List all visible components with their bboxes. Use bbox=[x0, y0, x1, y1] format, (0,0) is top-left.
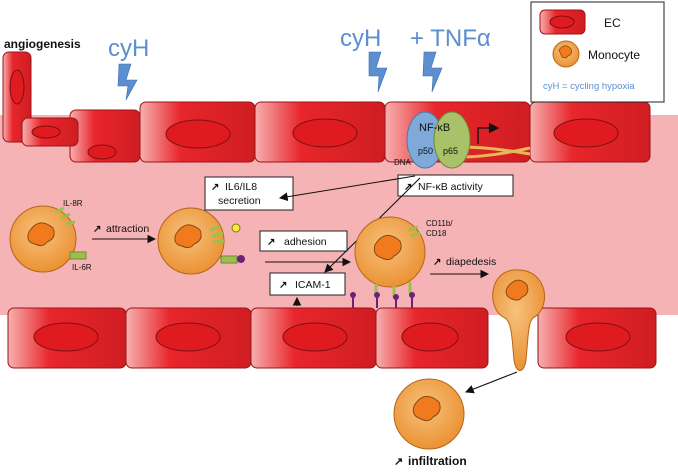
monocyte-infiltrated bbox=[393, 378, 465, 450]
ec-nucleus bbox=[155, 322, 221, 352]
icam-molecules bbox=[350, 292, 415, 308]
cyh-right-label: cyH bbox=[340, 25, 381, 52]
lightning-group bbox=[117, 51, 443, 101]
ec-nucleus bbox=[87, 144, 117, 160]
attraction-label: attraction bbox=[106, 223, 149, 235]
angiogenesis-label: angiogenesis bbox=[4, 37, 81, 51]
transmigrating-monocyte bbox=[492, 269, 546, 371]
p50-label: p50 bbox=[418, 146, 433, 156]
monocyte-nucleus bbox=[373, 234, 402, 261]
cd18-label: CD18 bbox=[426, 229, 447, 238]
bottom-endothelium bbox=[7, 307, 657, 369]
monocyte-nucleus bbox=[174, 224, 202, 249]
ec-nucleus bbox=[401, 322, 459, 352]
ec-nucleus bbox=[292, 118, 358, 148]
top-endothelium bbox=[69, 101, 651, 163]
ec-nucleus bbox=[31, 125, 61, 139]
monocyte-nucleus bbox=[412, 395, 441, 422]
lightning-bolt-icon bbox=[422, 51, 443, 93]
up-arrow-icon: ↗ bbox=[279, 280, 287, 291]
il6-il8-box: ↗ IL6/IL8 secretion bbox=[204, 176, 294, 211]
diapedesis-label: diapedesis bbox=[446, 256, 496, 268]
up-arrow-icon: ↗ bbox=[404, 182, 412, 193]
il6-ligand bbox=[237, 255, 245, 263]
up-arrow-icon: ↗ bbox=[211, 182, 219, 193]
il8r-receptors bbox=[209, 224, 225, 244]
il6r-receptor bbox=[220, 255, 238, 264]
dna-label: DNA bbox=[394, 158, 412, 167]
monocyte-1: IL-8R IL-6R bbox=[9, 199, 92, 273]
il6-il8-label: IL6/IL8 bbox=[225, 181, 257, 193]
adhesion-label: adhesion bbox=[284, 236, 327, 248]
up-arrow-icon: ↗ bbox=[267, 237, 275, 248]
arrow-infiltration bbox=[464, 371, 518, 394]
il6r-label: IL-6R bbox=[72, 263, 92, 272]
ec-nucleus bbox=[565, 322, 631, 352]
il6r-receptor bbox=[69, 251, 87, 260]
nfkb-activity-box-frame bbox=[397, 174, 514, 197]
icam-box: ↗ ICAM-1 bbox=[269, 272, 346, 296]
lightning-bolt-icon bbox=[368, 51, 388, 93]
monocyte-nucleus bbox=[27, 222, 55, 247]
secretion-label: secretion bbox=[218, 195, 261, 207]
ec-nucleus bbox=[282, 322, 348, 352]
angiogenesis-sprout bbox=[2, 51, 79, 147]
icam-label: ICAM-1 bbox=[295, 279, 331, 291]
legend: EC Monocyte cyH = cycling hypoxia bbox=[530, 1, 665, 103]
up-arrow-icon: ↗ bbox=[433, 257, 441, 268]
legend-note: cyH = cycling hypoxia bbox=[543, 81, 635, 92]
monocyte-2 bbox=[157, 207, 245, 275]
lightning-bolt-icon bbox=[117, 63, 138, 101]
arrow-to-secretion bbox=[278, 175, 416, 202]
monocyte-nucleus bbox=[558, 45, 572, 59]
infiltration-label: infiltration bbox=[408, 454, 467, 468]
il8r-receptors bbox=[55, 206, 76, 226]
monocyte-nucleus bbox=[505, 279, 529, 301]
legend-monocyte-label: Monocyte bbox=[588, 48, 640, 62]
il8r-label: IL-8R bbox=[63, 199, 83, 208]
cd11b-label: CD11b/ bbox=[426, 219, 453, 228]
p65-subunit bbox=[433, 111, 471, 169]
cd11b-receptors bbox=[407, 225, 421, 238]
monocyte-body bbox=[492, 269, 546, 371]
tnf-label: + TNFα bbox=[410, 25, 491, 52]
monocyte-3: CD11b/ CD18 bbox=[354, 216, 453, 298]
p65-label: p65 bbox=[443, 146, 458, 156]
nfkb-label: NF-κB bbox=[419, 122, 450, 134]
transcription-arrow bbox=[477, 122, 500, 144]
legend-ec-label: EC bbox=[604, 16, 621, 30]
ec-nucleus bbox=[165, 119, 231, 149]
il8-ligand bbox=[231, 223, 241, 233]
up-arrow-icon: ↗ bbox=[93, 224, 101, 235]
icam-box-frame bbox=[269, 272, 346, 296]
ec-nucleus bbox=[33, 322, 99, 352]
adhesion-box: ↗ adhesion bbox=[259, 230, 348, 252]
ec-nucleus bbox=[553, 118, 619, 148]
up-arrow-icon: ↗ bbox=[394, 456, 403, 468]
ec-nucleus bbox=[549, 15, 575, 29]
il6-il8-box-frame bbox=[204, 176, 294, 211]
nfkb-complex: NF-κB p50 p65 DNA bbox=[394, 111, 531, 169]
ec-nucleus bbox=[9, 69, 25, 105]
adhesion-box-frame bbox=[259, 230, 348, 252]
cyh-left-label: cyH bbox=[108, 35, 149, 62]
nfkb-activity-label: NF-κB activity bbox=[418, 181, 484, 193]
nfkb-activity-box: ↗ NF-κB activity bbox=[397, 174, 514, 197]
